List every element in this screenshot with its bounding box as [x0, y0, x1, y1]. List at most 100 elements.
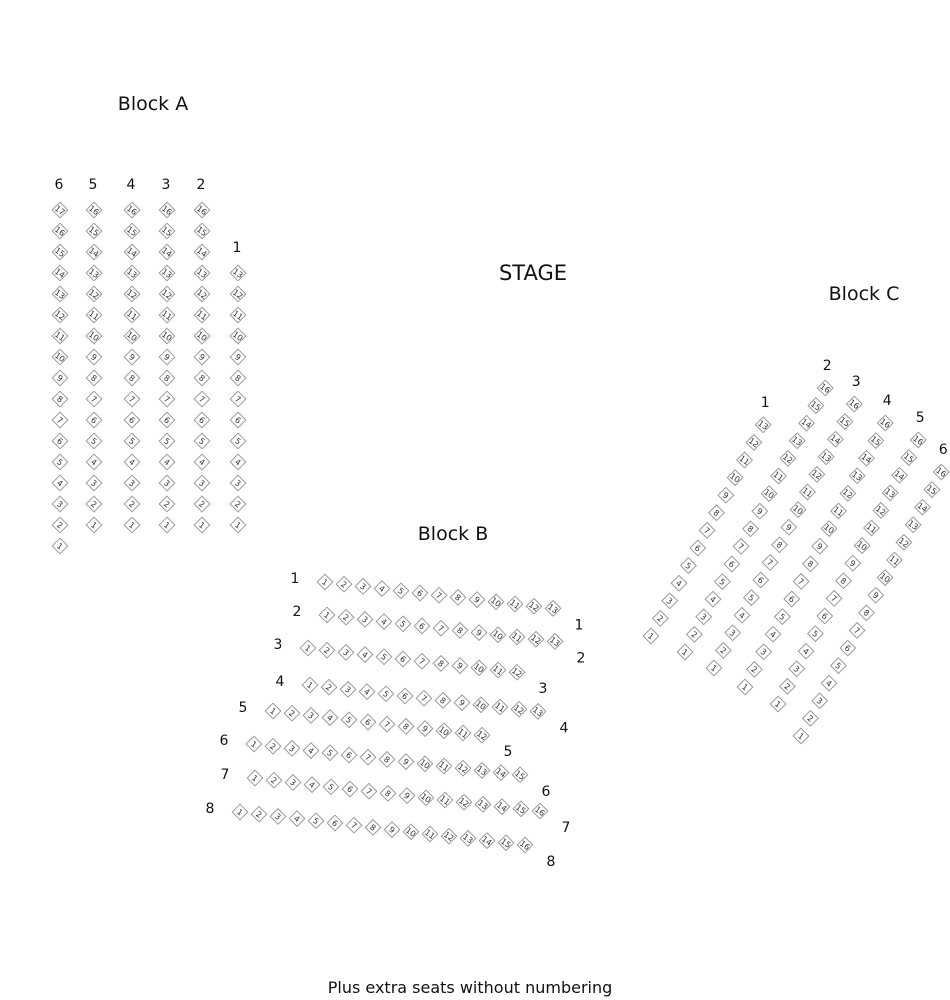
seat-c-row-5-4[interactable]: 4: [797, 642, 815, 660]
seat-c-row-3-15[interactable]: 15: [836, 413, 854, 431]
seat-c-row-2-15[interactable]: 15: [807, 397, 825, 415]
seat-c-row-5-1[interactable]: 1: [769, 695, 787, 713]
seat-c-row-6-5[interactable]: 5: [829, 657, 847, 675]
seat-a-row-4-15[interactable]: 15: [123, 222, 141, 240]
seat-b-row-1-5[interactable]: 5: [392, 582, 410, 600]
seat-a-row-5-8[interactable]: 8: [85, 369, 103, 387]
seat-a-row-5-14[interactable]: 14: [85, 243, 103, 261]
seat-b-row-2-4[interactable]: 4: [375, 613, 393, 631]
seat-b-row-7-11[interactable]: 11: [436, 791, 454, 809]
seat-b-row-1-7[interactable]: 7: [430, 586, 448, 604]
seat-a-row-4-4[interactable]: 4: [123, 453, 141, 471]
seat-b-row-6-1[interactable]: 1: [245, 735, 263, 753]
seat-b-row-7-9[interactable]: 9: [398, 787, 416, 805]
seat-a-row-5-15[interactable]: 15: [85, 222, 103, 240]
seat-c-row-5-7[interactable]: 7: [825, 589, 843, 607]
seat-c-row-3-6[interactable]: 6: [752, 571, 770, 589]
seat-c-row-3-3[interactable]: 3: [724, 624, 742, 642]
seat-a-row-5-16[interactable]: 16: [85, 201, 103, 219]
seat-b-row-8-15[interactable]: 15: [497, 834, 515, 852]
seat-c-row-3-1[interactable]: 1: [705, 659, 723, 677]
seat-a-row-4-10[interactable]: 10: [123, 327, 141, 345]
seat-a-row-2-15[interactable]: 15: [193, 222, 211, 240]
seat-b-row-2-9[interactable]: 9: [470, 624, 488, 642]
seat-b-row-8-14[interactable]: 14: [478, 832, 496, 850]
seat-b-row-8-8[interactable]: 8: [364, 818, 382, 836]
seat-a-row-3-8[interactable]: 8: [158, 369, 176, 387]
seat-b-row-4-4[interactable]: 4: [358, 683, 376, 701]
seat-b-row-1-11[interactable]: 11: [506, 595, 524, 613]
seat-c-row-2-14[interactable]: 14: [798, 414, 815, 432]
seat-b-row-7-1[interactable]: 1: [246, 769, 264, 787]
seat-c-row-5-6[interactable]: 6: [816, 607, 834, 625]
seat-b-row-6-5[interactable]: 5: [321, 744, 339, 762]
seat-b-row-3-8[interactable]: 8: [432, 654, 450, 672]
seat-a-row-5-2[interactable]: 2: [85, 495, 103, 513]
seat-a-row-1-12[interactable]: 12: [229, 285, 247, 303]
seat-b-row-6-3[interactable]: 3: [283, 739, 301, 757]
seat-b-row-4-2[interactable]: 2: [320, 678, 338, 696]
seat-b-row-8-9[interactable]: 9: [383, 821, 401, 839]
seat-a-row-2-2[interactable]: 2: [193, 495, 211, 513]
seat-b-row-6-9[interactable]: 9: [397, 753, 415, 771]
seat-b-row-3-10[interactable]: 10: [470, 659, 488, 677]
seat-a-row-6-5[interactable]: 5: [51, 453, 69, 471]
seat-c-row-3-8[interactable]: 8: [771, 536, 788, 554]
seat-c-row-2-1[interactable]: 1: [676, 643, 694, 661]
seat-a-row-2-13[interactable]: 13: [193, 264, 211, 282]
seat-b-row-5-10[interactable]: 10: [435, 722, 453, 740]
seat-b-row-3-4[interactable]: 4: [356, 646, 374, 664]
seat-c-row-3-14[interactable]: 14: [827, 430, 844, 448]
seat-b-row-5-12[interactable]: 12: [473, 726, 491, 744]
seat-c-row-1-8[interactable]: 8: [708, 504, 725, 522]
seat-b-row-8-16[interactable]: 16: [516, 836, 534, 854]
seat-b-row-1-1[interactable]: 1: [316, 573, 334, 591]
seat-c-row-4-15[interactable]: 15: [867, 432, 885, 450]
seat-b-row-8-3[interactable]: 3: [269, 807, 287, 825]
seat-b-row-7-8[interactable]: 8: [379, 784, 397, 802]
seat-a-row-2-3[interactable]: 3: [193, 474, 211, 492]
seat-c-row-4-1[interactable]: 1: [736, 678, 754, 696]
seat-c-row-1-2[interactable]: 2: [651, 609, 669, 627]
seat-b-row-5-5[interactable]: 5: [340, 711, 358, 729]
seat-b-row-7-14[interactable]: 14: [493, 798, 511, 816]
seat-c-row-1-3[interactable]: 3: [661, 592, 679, 610]
seat-c-row-1-9[interactable]: 9: [717, 486, 735, 504]
seat-c-row-3-12[interactable]: 12: [808, 465, 826, 483]
seat-c-row-2-11[interactable]: 11: [770, 467, 787, 485]
seat-b-row-5-6[interactable]: 6: [359, 713, 377, 731]
seat-a-row-1-4[interactable]: 4: [229, 453, 247, 471]
seat-b-row-4-5[interactable]: 5: [377, 685, 395, 703]
seat-b-row-6-7[interactable]: 7: [359, 748, 377, 766]
seat-b-row-5-8[interactable]: 8: [397, 717, 415, 735]
seat-b-row-7-6[interactable]: 6: [341, 780, 359, 798]
seat-a-row-5-9[interactable]: 9: [85, 348, 103, 366]
seat-a-row-2-9[interactable]: 9: [193, 348, 211, 366]
seat-a-row-6-2[interactable]: 2: [51, 516, 69, 534]
seat-c-row-4-8[interactable]: 8: [802, 555, 819, 573]
seat-b-row-7-16[interactable]: 16: [531, 802, 549, 820]
seat-b-row-6-11[interactable]: 11: [435, 757, 453, 775]
seat-b-row-3-1[interactable]: 1: [299, 639, 317, 657]
seat-c-row-5-16[interactable]: 16: [909, 431, 927, 449]
seat-a-row-3-12[interactable]: 12: [158, 285, 176, 303]
seat-b-row-6-10[interactable]: 10: [416, 755, 434, 773]
seat-a-row-2-6[interactable]: 6: [193, 411, 211, 429]
seat-b-row-4-7[interactable]: 7: [415, 689, 433, 707]
seat-a-row-2-16[interactable]: 16: [193, 201, 211, 219]
seat-a-row-6-9[interactable]: 9: [51, 369, 69, 387]
seat-a-row-6-3[interactable]: 3: [51, 495, 69, 513]
seat-a-row-2-8[interactable]: 8: [193, 369, 211, 387]
seat-b-row-1-2[interactable]: 2: [335, 575, 353, 593]
seat-c-row-4-12[interactable]: 12: [839, 484, 857, 502]
seat-b-row-3-3[interactable]: 3: [337, 643, 355, 661]
seat-b-row-2-10[interactable]: 10: [489, 626, 507, 644]
seat-c-row-4-5[interactable]: 5: [773, 608, 791, 626]
seat-c-row-5-9[interactable]: 9: [844, 554, 862, 572]
seat-b-row-1-4[interactable]: 4: [373, 580, 391, 598]
seat-b-row-3-6[interactable]: 6: [394, 650, 412, 668]
seat-b-row-6-13[interactable]: 13: [473, 761, 491, 779]
seat-c-row-4-3[interactable]: 3: [755, 643, 773, 661]
seat-a-row-3-4[interactable]: 4: [158, 453, 176, 471]
seat-a-row-5-4[interactable]: 4: [85, 453, 103, 471]
